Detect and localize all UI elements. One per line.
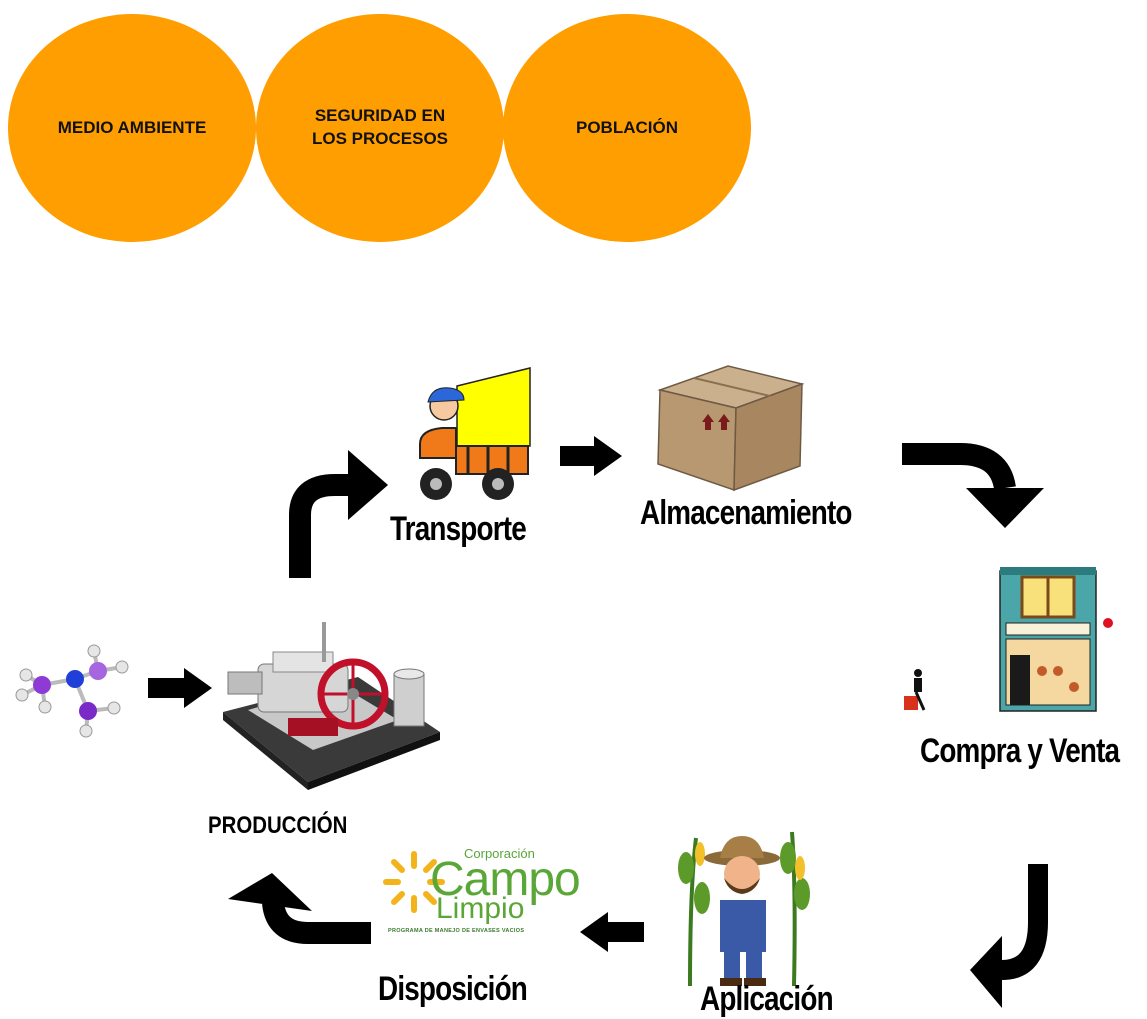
sun-icon	[383, 851, 445, 913]
logo-line3: Limpio	[436, 892, 525, 925]
arrow-right-icon	[560, 436, 622, 476]
curved-arrow-down-left-icon	[970, 864, 1048, 1008]
circle-label: POBLACIÓN	[576, 117, 678, 137]
campo-limpio-logo: Corporación Campo Limpio PROGRAMA DE MAN…	[383, 838, 581, 940]
molecule-icon	[15, 644, 129, 738]
farmer-icon	[678, 831, 810, 987]
circle-poblacion: POBLACIÓN	[503, 14, 751, 242]
logo-line1: Corporación	[464, 846, 535, 861]
label-almacenamiento: Almacenamiento	[640, 494, 852, 532]
label-compra-venta: Compra y Venta	[920, 732, 1120, 770]
logo-line2: Campo	[430, 853, 581, 906]
truck-icon	[419, 367, 531, 500]
store-icon	[999, 567, 1113, 712]
circle-label: SEGURIDAD EN LOS PROCESOS	[311, 106, 449, 148]
label-transporte: Transporte	[390, 510, 527, 548]
logo-tagline: PROGRAMA DE MANEJO DE ENVASES VACIOS	[388, 928, 525, 934]
person-icon	[904, 669, 926, 711]
arrow-right-icon	[148, 668, 212, 708]
cardboard-box-icon	[657, 365, 805, 492]
label-produccion: PRODUCCIÓN	[208, 812, 348, 839]
curved-arrow-up-left-icon	[228, 873, 371, 944]
curved-arrow-down-icon	[902, 443, 1044, 528]
steam-engine-icon	[223, 622, 440, 790]
label-aplicacion: Aplicación	[700, 980, 834, 1018]
circle-medio-ambiente: MEDIO AMBIENTE	[8, 14, 256, 242]
curved-arrow-up-icon	[289, 450, 388, 578]
label-disposicion: Disposición	[378, 970, 528, 1008]
arrow-left-icon	[580, 912, 644, 952]
circle-seguridad: SEGURIDAD EN LOS PROCESOS	[256, 14, 504, 242]
circle-label: MEDIO AMBIENTE	[57, 117, 207, 137]
